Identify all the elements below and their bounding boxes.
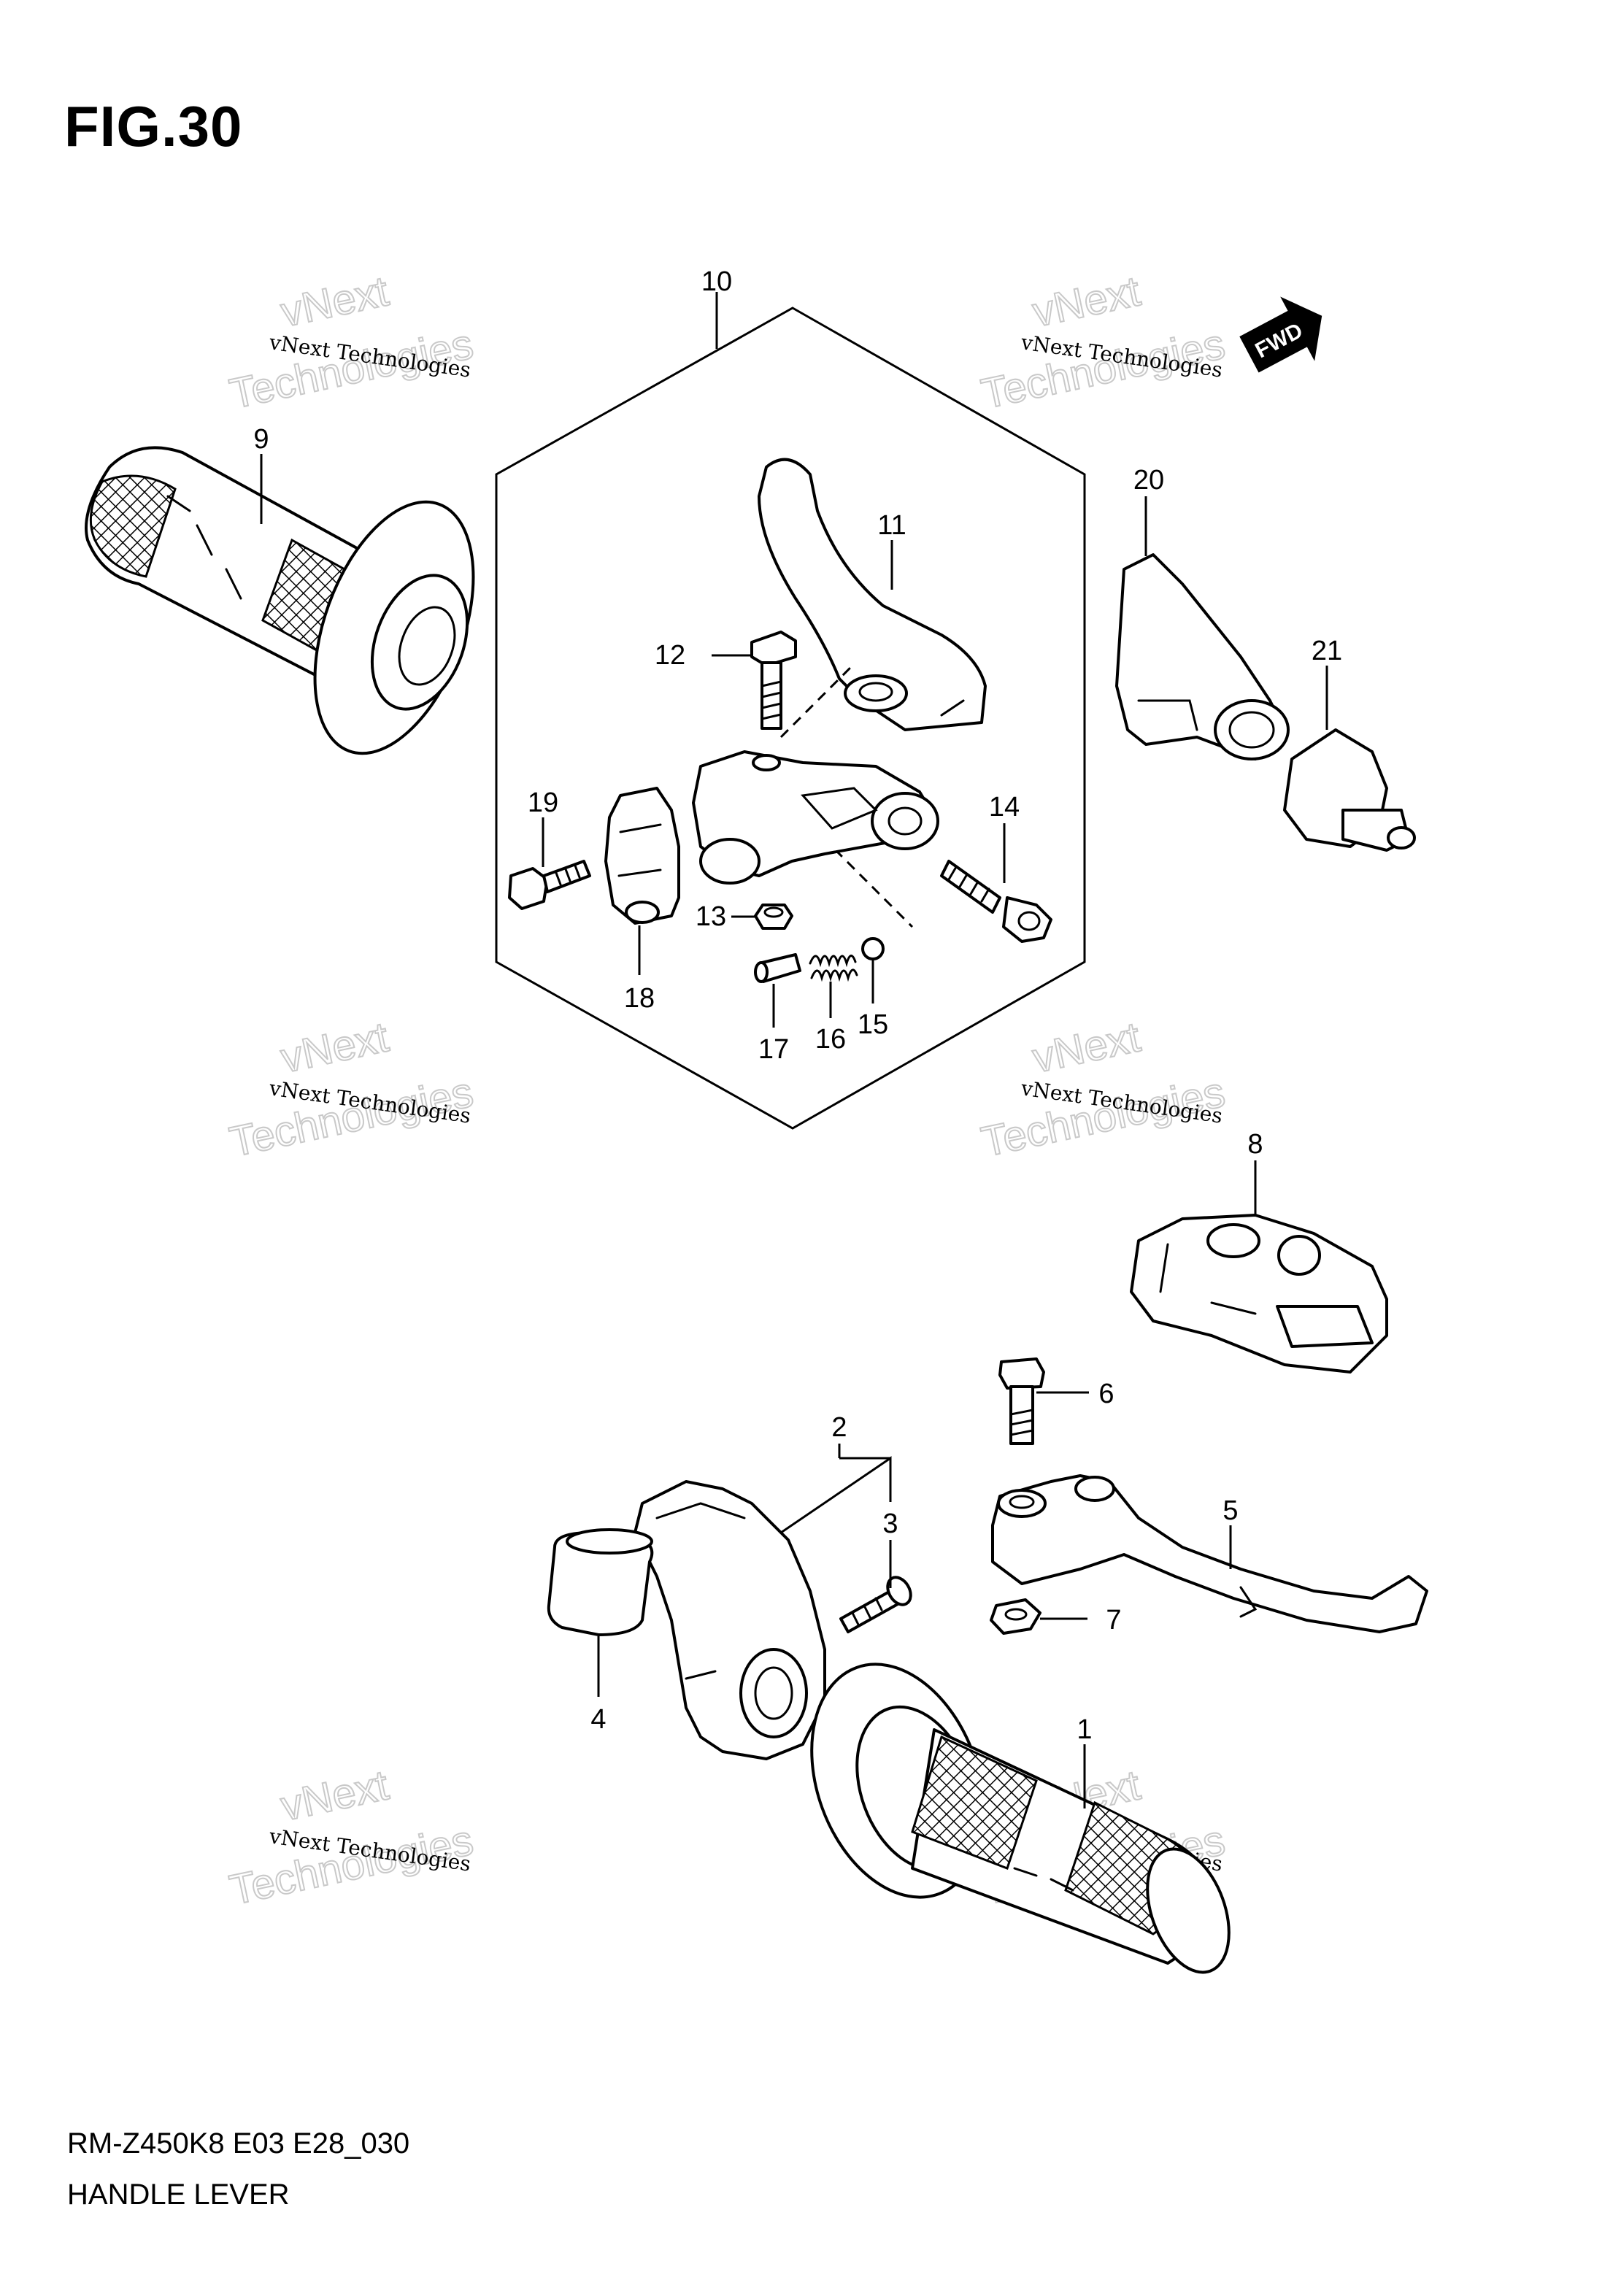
svg-text:vNext: vNext: [277, 267, 393, 336]
callout-20: 20: [1133, 465, 1164, 496]
lever-cover-part-8: [1130, 1214, 1388, 1374]
svg-text:vNext: vNext: [277, 1013, 393, 1082]
clutch-lever-part-11: [758, 458, 987, 731]
left-grip-part-9: [85, 446, 475, 755]
callout-21: 21: [1312, 636, 1342, 666]
callout-4: 4: [590, 1704, 606, 1735]
ball-part-15: [861, 937, 885, 960]
alignment-line-a: [779, 663, 855, 739]
cable-boot-part-20: [1115, 553, 1290, 760]
watermark-top-left: vNext Technologies vNext Technologies: [225, 266, 478, 418]
callout-17: 17: [758, 1034, 789, 1065]
lever-holder-body: [692, 750, 939, 885]
watermark-middle-right: vNext Technologies vNext Technologies: [977, 1012, 1230, 1166]
figure-title: FIG.30: [64, 94, 243, 158]
watermark-bottom-left: vNext Technologies vNext Technologies: [225, 1760, 478, 1914]
callout-6: 6: [1098, 1379, 1114, 1409]
clamp-bolt-part-19: [508, 860, 591, 910]
callout-19: 19: [528, 787, 558, 818]
lever-bracket-part-2: [634, 1480, 826, 1760]
spring-part-16: [809, 955, 858, 982]
svg-text:vNext: vNext: [1028, 267, 1144, 336]
nut-part-13: [754, 904, 793, 930]
callout-8: 8: [1247, 1129, 1263, 1160]
watermark-middle-left: vNext Technologies vNext Technologies: [225, 1012, 478, 1166]
callout-9: 9: [253, 424, 269, 455]
callout-11: 11: [877, 510, 906, 541]
bolt-part-12: [750, 631, 797, 730]
callout-14: 14: [989, 792, 1020, 823]
callout-10: 10: [701, 266, 732, 297]
section-title: HANDLE LEVER: [67, 2178, 290, 2211]
screw-part-3: [839, 1576, 912, 1633]
brake-lever-part-5: [991, 1474, 1428, 1633]
plunger-part-17: [754, 953, 801, 983]
svg-text:vNext: vNext: [277, 1761, 393, 1830]
watermark-top-right: vNext Technologies vNext Technologies: [977, 266, 1230, 418]
callout-15: 15: [858, 1009, 888, 1040]
callout-2: 2: [831, 1412, 847, 1443]
leader-2: [780, 1456, 892, 1534]
callout-13: 13: [696, 901, 726, 932]
right-grip-part-1: [810, 1663, 1231, 1974]
callout-12: 12: [655, 640, 685, 671]
callout-5: 5: [1223, 1495, 1238, 1526]
pivot-bolt-part-6: [998, 1357, 1045, 1445]
callout-3: 3: [882, 1509, 898, 1539]
svg-text:vNext: vNext: [1028, 1013, 1144, 1082]
collar-part-4: [547, 1528, 654, 1636]
model-code: RM-Z450K8 E03 E28_030: [67, 2127, 410, 2160]
adjuster-knob-part-21: [1283, 728, 1416, 852]
lever-assembly-outline: [495, 307, 1086, 1130]
callout-7: 7: [1106, 1605, 1121, 1636]
nut-part-7: [990, 1598, 1041, 1635]
forward-direction-arrow: FWD: [1239, 296, 1322, 373]
callout-18: 18: [624, 983, 655, 1014]
callout-1: 1: [1077, 1714, 1092, 1745]
adjuster-part-14: [940, 860, 1052, 943]
callout-16: 16: [815, 1024, 846, 1055]
clamp-part-18: [604, 787, 680, 925]
